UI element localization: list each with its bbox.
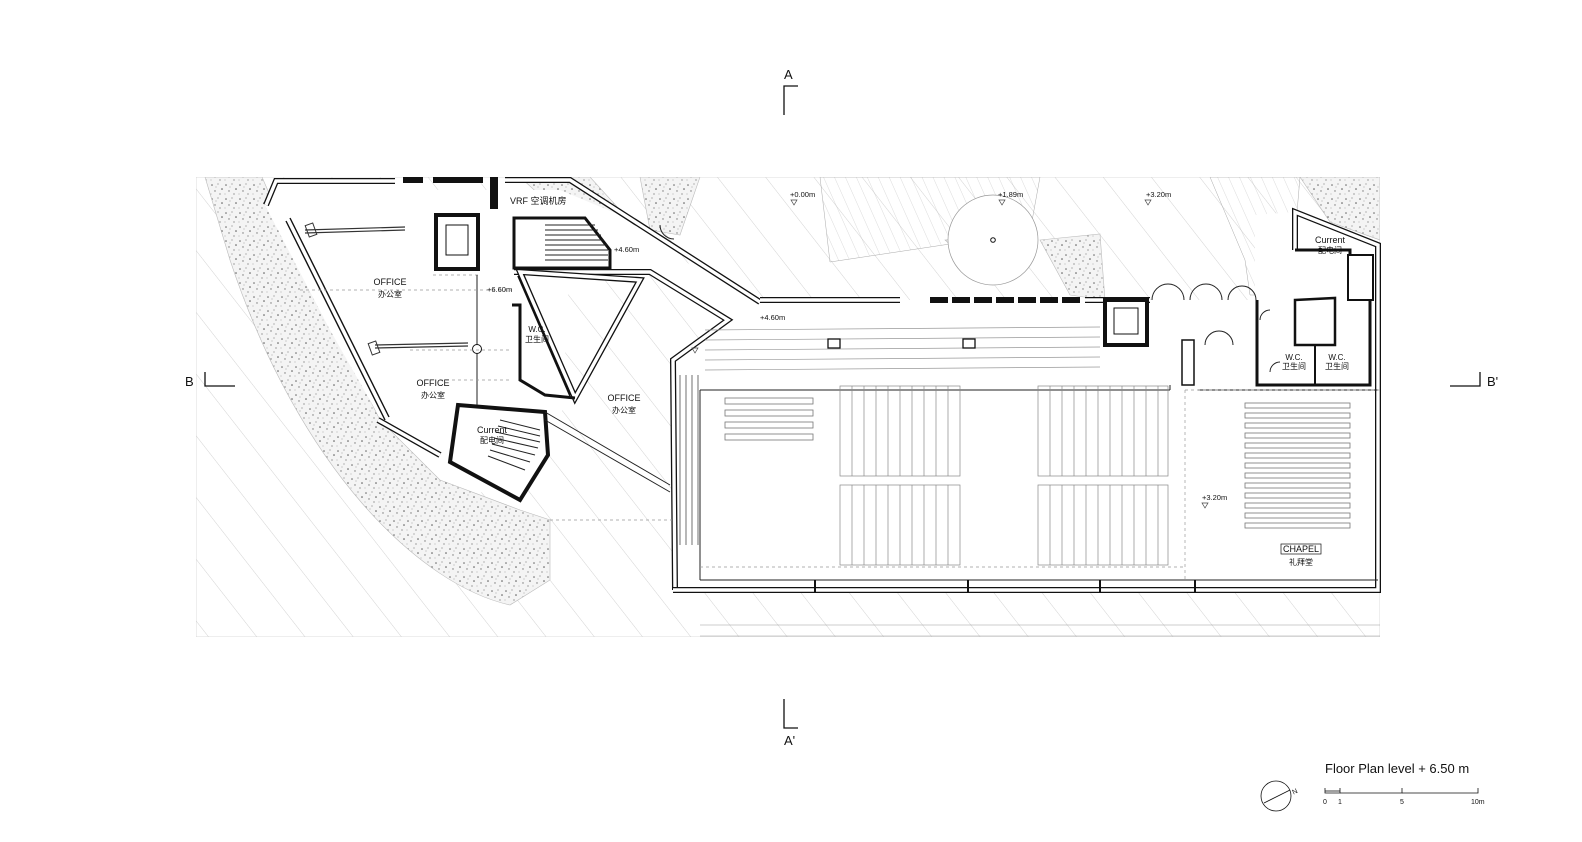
room-label-current-2-cn: 配电间 xyxy=(1318,245,1342,255)
room-label-vrf: VRF 空调机房 xyxy=(510,195,567,206)
elevator-2 xyxy=(1103,298,1149,347)
section-label-b-right: B' xyxy=(1487,374,1498,389)
level-label-000: +0.00m xyxy=(790,190,815,199)
level-label-660: +6.60m xyxy=(487,285,512,294)
gravel-landscape-top-2 xyxy=(639,177,701,236)
scale-tick-10: 10m xyxy=(1471,799,1485,806)
cores xyxy=(434,213,1374,503)
seating-left-block xyxy=(724,397,814,441)
room-label-chapel: CHAPEL xyxy=(1283,544,1319,554)
stair-treads-2 xyxy=(487,419,541,471)
room-label-wc-3-cn: 卫生间 xyxy=(1325,361,1349,371)
section-label-a-top: A xyxy=(784,67,793,82)
section-marks xyxy=(204,85,1481,729)
scale-tick-5: 5 xyxy=(1400,799,1404,806)
chapel-seating xyxy=(679,326,1351,566)
room-label-wc-2-cn: 卫生间 xyxy=(1282,361,1306,371)
doors xyxy=(659,224,1281,373)
room-label-office-1: OFFICE xyxy=(374,277,407,287)
exterior-walls xyxy=(263,177,1381,593)
section-label-b-left: B xyxy=(185,374,194,389)
room-label-current-1-cn: 配电间 xyxy=(480,435,504,445)
seating-center-block xyxy=(839,385,961,566)
seating-center-right-block xyxy=(1037,385,1169,566)
round-plaza-center xyxy=(990,237,996,243)
scale-tick-1: 1 xyxy=(1338,799,1342,806)
labels: A A' B B' VRF 空调机房 OFFICE 办公室 OFFICE 办公室… xyxy=(185,67,1498,748)
scale-bar: 0 1 5 10m xyxy=(1323,788,1485,806)
level-label-320-chapel: +3.20m xyxy=(1202,493,1227,502)
room-label-current-2: Current xyxy=(1315,235,1346,245)
gravel-landscape-corner xyxy=(1299,177,1380,241)
level-label-189: +1.89m xyxy=(998,190,1023,199)
room-label-office-3: OFFICE xyxy=(608,393,641,403)
north-arrow-icon: N xyxy=(1260,780,1299,812)
level-label-460-hall: +4.60m xyxy=(760,313,785,322)
room-label-wc-1-cn: 卫生间 xyxy=(525,334,549,344)
section-label-a-bottom: A' xyxy=(784,733,795,748)
level-label-320-top: +3.20m xyxy=(1146,190,1171,199)
room-label-current-1: Current xyxy=(477,425,508,435)
scale-tick-0: 0 xyxy=(1323,799,1327,806)
room-label-office-3-cn: 办公室 xyxy=(612,405,636,415)
level-label-460-stair: +4.60m xyxy=(614,245,639,254)
interior-lines xyxy=(300,222,1380,580)
drawing-title: Floor Plan level + 6.50 m xyxy=(1325,761,1469,776)
elevator-1 xyxy=(434,213,480,271)
room-label-office-2-cn: 办公室 xyxy=(421,390,445,400)
stair-treads-1 xyxy=(545,224,608,261)
north-arrow-label: N xyxy=(1291,788,1299,796)
room-label-chapel-cn: 礼拜堂 xyxy=(1289,557,1313,567)
level-markers xyxy=(691,199,1209,509)
room-label-office-1-cn: 办公室 xyxy=(378,289,402,299)
room-label-wc-3: W.C. xyxy=(1328,353,1345,362)
legend: Floor Plan level + 6.50 m N 0 1 5 10m xyxy=(1260,761,1485,812)
terrace-steps xyxy=(704,326,1101,371)
room-label-office-2: OFFICE xyxy=(417,378,450,388)
room-label-wc-2: W.C. xyxy=(1285,353,1302,362)
gravel-landscape-left xyxy=(204,177,551,606)
room-label-wc-1: W.C. xyxy=(528,325,545,334)
round-plaza-outline xyxy=(947,194,1039,286)
seating-right-block xyxy=(1244,402,1351,529)
